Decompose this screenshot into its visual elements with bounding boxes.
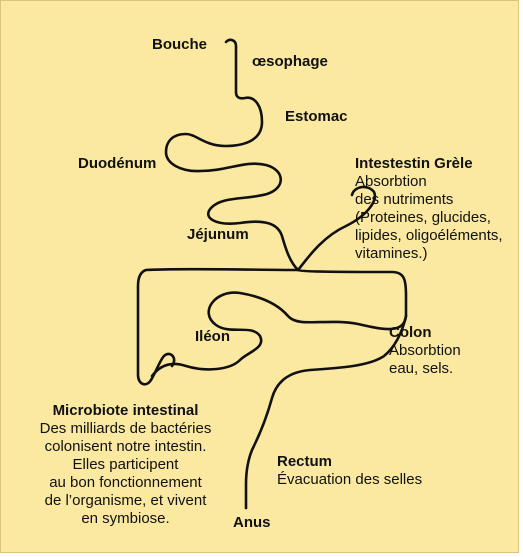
rectum-line: Évacuation des selles bbox=[277, 471, 422, 489]
intestin-grele-line: vitamines.) bbox=[355, 245, 503, 263]
microbiote-title: Microbiote intestinal bbox=[18, 402, 233, 420]
label-jejunum: Jéjunum bbox=[187, 226, 249, 244]
microbiote-line: Des milliards de bactéries bbox=[18, 420, 233, 438]
intestin-grele-line: Absorbtion bbox=[355, 173, 503, 191]
colon-line: eau, sels. bbox=[389, 360, 461, 378]
intestin-grele-line: des nutriments bbox=[355, 191, 503, 209]
intestin-grele-title: Intestestin Grèle bbox=[355, 155, 503, 173]
label-estomac: Estomac bbox=[285, 108, 348, 126]
intestin-grele-line: (Proteines, glucides, bbox=[355, 209, 503, 227]
microbiote-block: Microbiote intestinal Des milliards de b… bbox=[18, 402, 233, 528]
label-oesophage: œsophage bbox=[252, 53, 328, 71]
microbiote-line: de l’organisme, et vivent bbox=[18, 492, 233, 510]
intestin-grele-line: lipides, oligoéléments, bbox=[355, 227, 503, 245]
rectum-title: Rectum bbox=[277, 453, 422, 471]
oesophagus-path bbox=[166, 40, 262, 171]
microbiote-line: Elles participent bbox=[18, 456, 233, 474]
label-anus: Anus bbox=[233, 514, 271, 532]
intestin-grele-block: Intestestin Grèle Absorbtion des nutrime… bbox=[355, 155, 503, 263]
label-duodenum: Duodénum bbox=[78, 155, 156, 173]
small-intestine-path bbox=[200, 164, 375, 270]
colon-block: Colon Absorbtion eau, sels. bbox=[389, 324, 461, 378]
microbiote-line: en symbiose. bbox=[18, 510, 233, 528]
label-bouche: Bouche bbox=[152, 36, 207, 54]
colon-loop-path bbox=[152, 270, 406, 376]
rectum-block: Rectum Évacuation des selles bbox=[277, 453, 422, 489]
colon-line: Absorbtion bbox=[389, 342, 461, 360]
label-ileon: Iléon bbox=[195, 328, 230, 346]
colon-title: Colon bbox=[389, 324, 461, 342]
microbiote-line: au bon fonctionnement bbox=[18, 474, 233, 492]
microbiote-line: colonisent notre intestin. bbox=[18, 438, 233, 456]
